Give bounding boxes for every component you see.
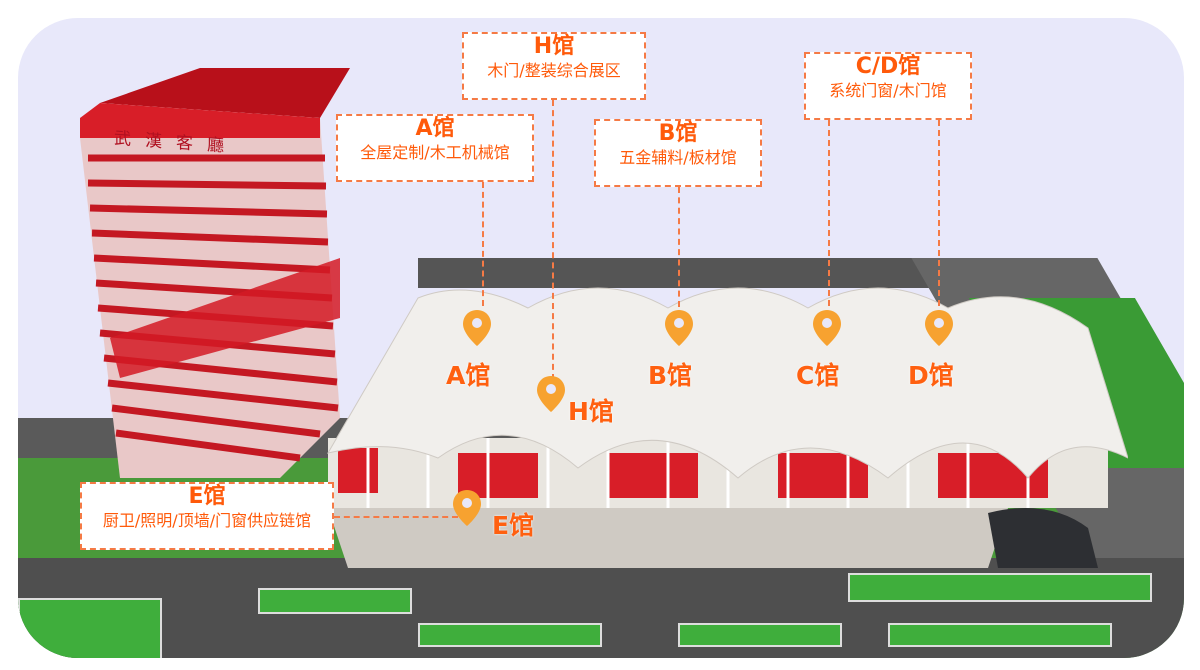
callout-title: C/D馆 xyxy=(855,54,921,79)
leader-line xyxy=(938,120,940,306)
marker-label-a: A馆 xyxy=(446,361,491,390)
map-pin-icon[interactable] xyxy=(810,308,844,348)
leader-line xyxy=(482,182,484,306)
lawn xyxy=(678,623,842,647)
callout-title: H馆 xyxy=(533,34,575,59)
marker-label-d: D馆 xyxy=(908,361,954,390)
venue-map: 武漢客廳 H馆 木门/整装综合展区 A馆 全屋定制/木工机械馆 B馆 五金辅料/… xyxy=(18,18,1184,658)
marker-label-c: C馆 xyxy=(796,361,840,390)
callout-subtitle: 五金辅料/板材馆 xyxy=(619,148,737,167)
leader-line xyxy=(552,100,554,380)
leader-line xyxy=(334,516,458,518)
callout-cd: C/D馆 系统门窗/木门馆 xyxy=(804,52,972,120)
map-pin-icon[interactable] xyxy=(450,488,484,528)
map-pin-icon[interactable] xyxy=(534,374,568,414)
leader-line xyxy=(678,187,680,307)
marker-label-h: H馆 xyxy=(568,397,614,426)
callout-a: A馆 全屋定制/木工机械馆 xyxy=(336,114,534,182)
lawn xyxy=(18,598,162,658)
callout-title: E馆 xyxy=(188,484,226,509)
wuhan-living-room-tower xyxy=(80,58,360,488)
marker-label-e: E馆 xyxy=(492,511,535,540)
lawn xyxy=(888,623,1112,647)
callout-b: B馆 五金辅料/板材馆 xyxy=(594,119,762,187)
map-pin-icon[interactable] xyxy=(460,308,494,348)
map-pin-icon[interactable] xyxy=(662,308,696,348)
callout-e: E馆 厨卫/照明/顶墙/门窗供应链馆 xyxy=(80,482,334,550)
map-pin-icon[interactable] xyxy=(922,308,956,348)
callout-title: B馆 xyxy=(658,121,698,146)
callout-title: A馆 xyxy=(415,116,455,141)
exhibition-hall xyxy=(308,268,1129,588)
leader-line xyxy=(828,120,830,306)
callout-subtitle: 全屋定制/木工机械馆 xyxy=(360,143,510,162)
lawn xyxy=(418,623,602,647)
callout-subtitle: 系统门窗/木门馆 xyxy=(829,81,947,100)
callout-subtitle: 厨卫/照明/顶墙/门窗供应链馆 xyxy=(102,511,312,530)
callout-subtitle: 木门/整装综合展区 xyxy=(487,61,621,80)
marker-label-b: B馆 xyxy=(648,361,693,390)
lawn xyxy=(848,573,1152,602)
callout-h: H馆 木门/整装综合展区 xyxy=(462,32,646,100)
lawn xyxy=(258,588,412,614)
